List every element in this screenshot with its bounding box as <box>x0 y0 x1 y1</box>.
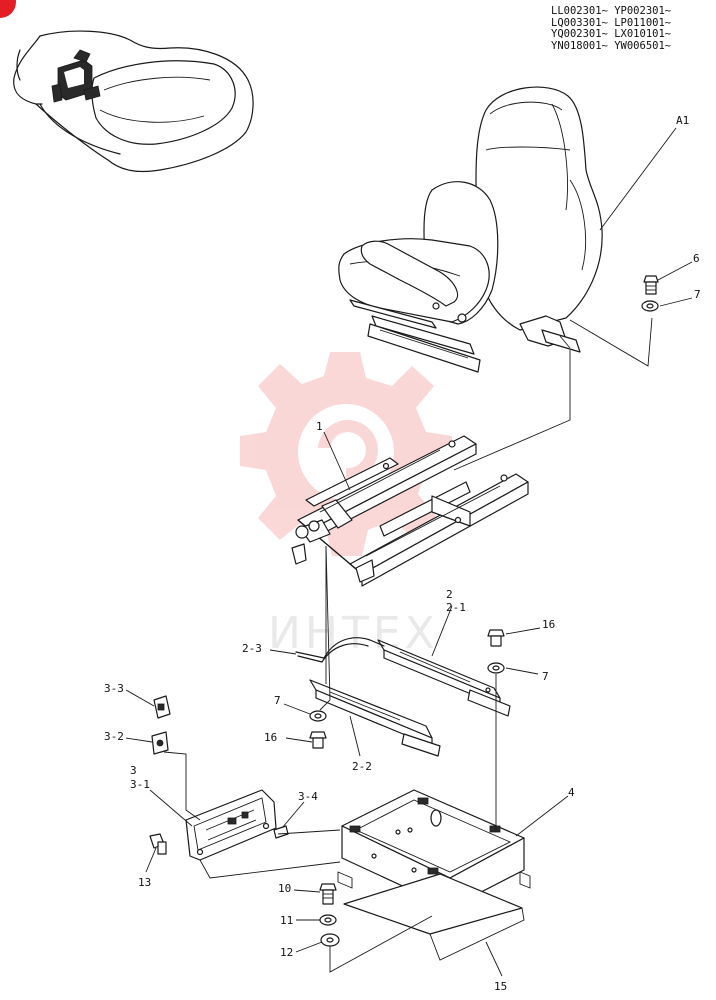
bolt-6 <box>643 275 659 295</box>
label-2-2: 2-2 <box>352 760 372 773</box>
label-11: 11 <box>280 914 293 927</box>
link-wire-2-3 <box>295 637 385 663</box>
overview-mechanism <box>51 49 101 103</box>
slide-rail-2-1 <box>377 639 511 717</box>
bolt-13 <box>149 833 167 855</box>
washer-7-left <box>309 710 327 722</box>
label-12: 12 <box>280 946 293 959</box>
label-2-1: 2-1 <box>446 601 466 614</box>
clip-3-3 <box>153 695 171 719</box>
bolt-10 <box>319 883 337 905</box>
washer-7-top <box>641 300 659 312</box>
label-2: 2 <box>446 588 453 601</box>
corner-marker <box>0 0 16 18</box>
bolt-16-left <box>309 731 327 749</box>
serial-line: YQ002301~ LX010101~ <box>551 28 672 41</box>
floor-mat-15 <box>343 873 525 961</box>
label-16-right: 16 <box>542 618 555 631</box>
label-3-1: 3-1 <box>130 778 150 791</box>
washer-7-right <box>487 662 505 674</box>
serial-line: LQ003301~ LP011001~ <box>551 16 672 29</box>
serial-line: YN018001~ YW006501~ <box>551 39 672 52</box>
label-16-left: 16 <box>264 731 277 744</box>
label-10: 10 <box>278 882 291 895</box>
label-7-right: 7 <box>542 670 549 683</box>
label-a1: A1 <box>676 114 689 127</box>
cover-plate-3-1 <box>185 789 277 861</box>
label-4: 4 <box>568 786 575 799</box>
label-13: 13 <box>138 876 151 889</box>
clip-3-2 <box>151 731 169 755</box>
label-15: 15 <box>494 980 507 993</box>
label-1: 1 <box>316 420 323 433</box>
base-frame-1 <box>291 435 529 587</box>
bolt-16-right <box>487 629 505 647</box>
seat-assembly-a1 <box>338 86 603 373</box>
label-2-3: 2-3 <box>242 642 262 655</box>
label-7-left: 7 <box>274 694 281 707</box>
watermark-text: ИНТЕХ <box>268 608 439 659</box>
label-3: 3 <box>130 764 137 777</box>
slide-rail-2-2 <box>309 679 441 757</box>
label-6: 6 <box>693 252 700 265</box>
washer-12 <box>320 933 340 947</box>
serial-number-ranges: LL002301~ YP002301~LQ003301~ LP011001~YQ… <box>551 5 672 52</box>
watermark-gear-logo <box>240 352 452 556</box>
label-3-3: 3-3 <box>104 682 124 695</box>
part-labels: A1 6 7 1 2 2-1 16 7 2-3 7 16 2-2 3-3 3-2… <box>104 114 701 993</box>
label-leaders <box>125 127 693 977</box>
overview-inset <box>13 30 254 173</box>
washer-11 <box>319 914 337 926</box>
serial-line: LL002301~ YP002301~ <box>551 5 672 17</box>
assembly-lines <box>163 317 653 973</box>
label-3-2: 3-2 <box>104 730 124 743</box>
label-3-4: 3-4 <box>298 790 318 803</box>
label-7-top: 7 <box>694 288 701 301</box>
